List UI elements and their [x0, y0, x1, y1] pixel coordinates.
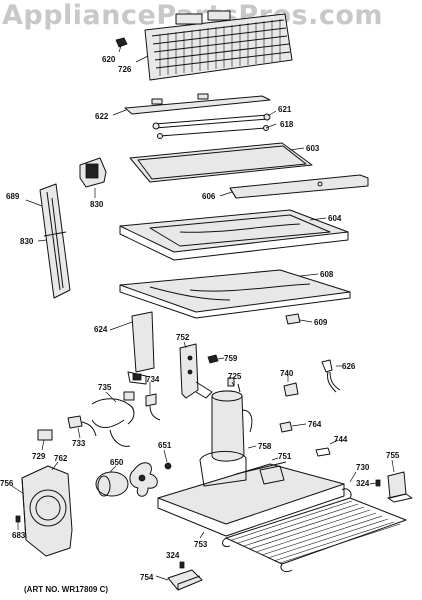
part-duct-689 [39, 183, 71, 299]
part-nut-651 [164, 462, 172, 470]
part-bracket-755 [387, 471, 413, 503]
label-830-upper: 830 [90, 200, 104, 209]
part-harness-735 [91, 391, 135, 447]
label-689: 689 [6, 192, 20, 201]
part-plug-733 [67, 415, 97, 437]
part-evap-cover-622 [124, 93, 271, 115]
label-620: 620 [102, 55, 116, 64]
label-725: 725 [228, 372, 242, 381]
part-rail-606 [229, 174, 369, 199]
part-screw-324-lower [179, 561, 185, 569]
part-bracket-752 [179, 343, 213, 399]
part-base-753 [157, 451, 345, 537]
part-rail-621 [152, 113, 271, 130]
label-755: 755 [386, 451, 400, 460]
label-758: 758 [258, 442, 272, 451]
label-609: 609 [314, 318, 328, 327]
part-nut-620 [115, 37, 128, 48]
part-damper-830 [79, 157, 107, 188]
label-756: 756 [0, 479, 14, 488]
part-evaporator-726 [144, 10, 293, 81]
label-762: 762 [54, 454, 68, 463]
label-740: 740 [280, 369, 294, 378]
label-604: 604 [328, 214, 342, 223]
part-shelf-608 [119, 269, 351, 319]
label-730: 730 [356, 463, 370, 472]
label-608: 608 [320, 270, 334, 279]
label-734: 734 [146, 375, 160, 384]
part-clip-609 [285, 313, 301, 325]
part-relay-740 [283, 382, 299, 397]
part-744 [315, 447, 331, 457]
label-621: 621 [278, 105, 292, 114]
part-screw-683 [15, 515, 21, 523]
part-compressor-725 [211, 377, 253, 462]
label-618: 618 [280, 120, 294, 129]
label-830-lower: 830 [20, 237, 34, 246]
label-764: 764 [308, 420, 322, 429]
part-shelf-604 [119, 209, 349, 261]
label-683: 683 [12, 531, 26, 540]
label-650: 650 [110, 458, 124, 467]
label-324-lower: 324 [166, 551, 180, 560]
part-626 [321, 359, 341, 393]
label-626: 626 [342, 362, 356, 371]
part-condenser-730 [222, 488, 407, 573]
label-729: 729 [32, 452, 46, 461]
part-764 [279, 421, 293, 433]
label-622: 622 [95, 112, 109, 121]
part-duct-624 [127, 311, 155, 385]
label-759: 759 [224, 354, 238, 363]
label-603: 603 [306, 144, 320, 153]
part-screw-324-upper [375, 479, 381, 487]
label-651: 651 [158, 441, 172, 450]
part-foot-754 [167, 569, 203, 591]
art-number: (ART NO. WR17809 C) [24, 585, 108, 594]
part-fan-motor-650 [95, 462, 158, 497]
part-759 [207, 354, 219, 364]
part-shelf-603 [129, 142, 313, 183]
label-752: 752 [176, 333, 190, 342]
part-rail-618 [157, 125, 269, 139]
part-connector-734 [145, 393, 161, 421]
label-751: 751 [278, 452, 292, 461]
label-624: 624 [94, 325, 108, 334]
label-754: 754 [140, 573, 154, 582]
part-729 [37, 429, 53, 441]
label-735: 735 [98, 383, 112, 392]
label-744: 744 [334, 435, 348, 444]
label-753: 753 [194, 540, 208, 549]
label-606: 606 [202, 192, 216, 201]
label-726: 726 [118, 65, 132, 74]
label-733: 733 [72, 439, 86, 448]
part-shroud-762 [21, 465, 73, 557]
label-324-upper: 324 [356, 479, 370, 488]
